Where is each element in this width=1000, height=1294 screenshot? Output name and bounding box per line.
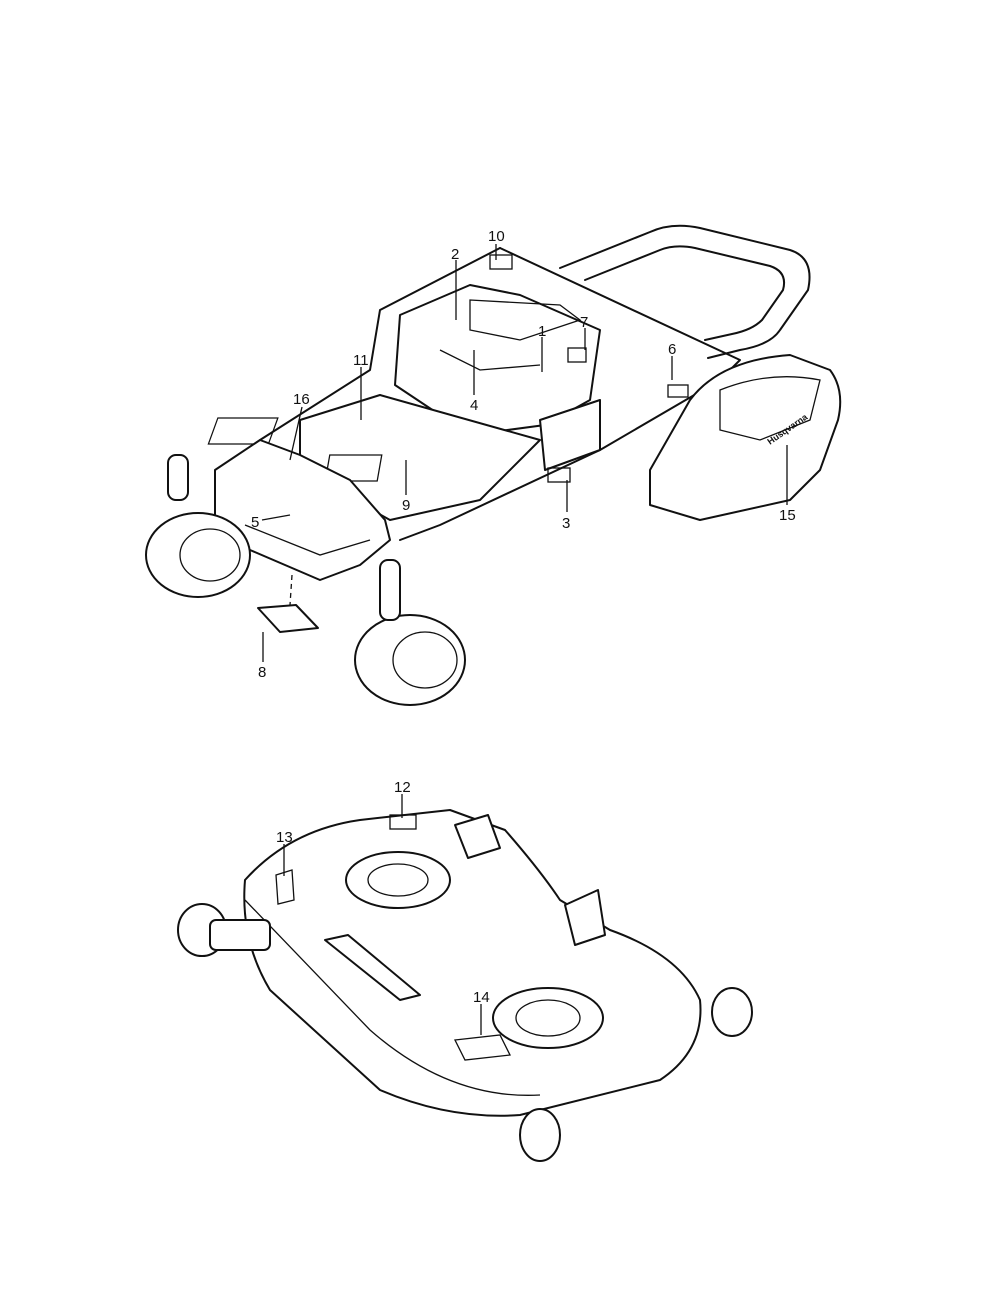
callout-14: 14 — [473, 989, 490, 1006]
callout-13: 13 — [276, 829, 293, 846]
decal-8-sheet — [257, 604, 319, 633]
fender — [649, 354, 842, 521]
mower-deck — [177, 809, 753, 1162]
deck-wheel-front — [519, 1108, 561, 1162]
callout-2: 2 — [451, 246, 459, 263]
callout-4: 4 — [470, 397, 478, 414]
decal-14 — [454, 1034, 511, 1061]
spindle-housing-left — [345, 851, 451, 909]
decal-12 — [389, 814, 417, 830]
rear-handle — [559, 224, 811, 359]
callout-5: 5 — [251, 514, 259, 531]
callout-6: 6 — [668, 341, 676, 358]
callout-7: 7 — [580, 314, 588, 331]
callout-15: 15 — [779, 507, 796, 524]
callout-11: 11 — [353, 352, 369, 369]
spindle-housing-right — [492, 987, 604, 1049]
deck-wheel-left — [177, 903, 271, 957]
front-right-wheel — [354, 559, 466, 706]
callout-12: 12 — [394, 779, 411, 796]
frame-rails — [399, 247, 741, 541]
decal-13 — [275, 869, 295, 905]
callouts: 10 2 1 7 6 4 11 16 9 3 15 5 8 12 13 14 — [251, 228, 796, 1035]
mower-frame: Husqvarna — [145, 224, 842, 706]
callout-10: 10 — [488, 228, 505, 245]
seat-pan — [394, 284, 601, 436]
callout-8: 8 — [258, 664, 266, 681]
deck-wheel-right — [711, 987, 753, 1037]
front-left-wheel — [145, 454, 251, 598]
callout-3: 3 — [562, 515, 570, 532]
callout-16: 16 — [293, 391, 310, 408]
callout-9: 9 — [402, 497, 410, 514]
callout-1: 1 — [538, 323, 546, 340]
